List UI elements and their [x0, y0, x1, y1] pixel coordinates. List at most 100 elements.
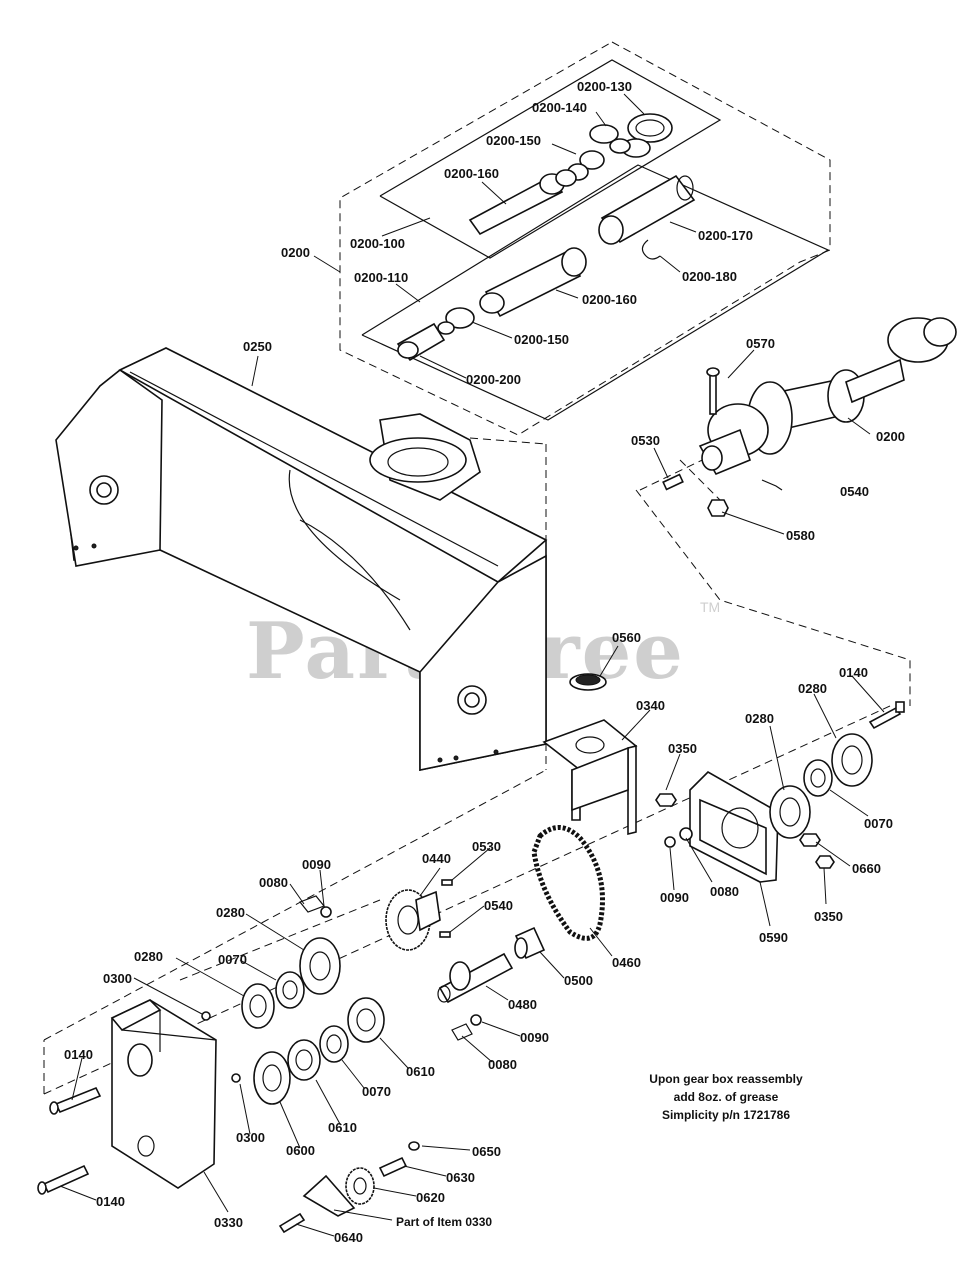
callout-0350-bottom: 0350 — [814, 909, 843, 924]
callout-0350-top: 0350 — [668, 741, 697, 756]
bolt-0140-right — [868, 701, 905, 730]
grease-note: Upon gear box reassembly add 8oz. of gre… — [649, 1072, 803, 1122]
bolt-0140-left-top — [49, 1086, 102, 1115]
callout-0250: 0250 — [243, 339, 272, 354]
callout-0200-150-bottom: 0200-150 — [514, 332, 569, 347]
callout-0530-top: 0530 — [631, 433, 660, 448]
callout-0460: 0460 — [612, 955, 641, 970]
spider-0200-150 — [567, 150, 605, 181]
gear-case-half-0590 — [689, 771, 779, 883]
shaft-0480 — [437, 952, 514, 1004]
shaft-0630 — [378, 1156, 408, 1178]
callout-0140-bottom: 0140 — [96, 1194, 125, 1209]
callout-0200: 0200 — [281, 245, 310, 260]
callout-labels: 0200-130 0200-140 0200-150 0200-160 0200… — [64, 79, 905, 1245]
screw-0540-mid — [439, 931, 451, 938]
drive-assembly-0200 — [698, 317, 957, 476]
callout-0070-right: 0070 — [864, 816, 893, 831]
watermark-trademark: TM — [700, 599, 720, 615]
callout-0540-mid: 0540 — [484, 898, 513, 913]
outer-tube-0200-170 — [598, 174, 696, 245]
spacer-0500 — [514, 926, 546, 960]
note-line-1: Upon gear box reassembly — [649, 1072, 803, 1086]
pin-0300-upper — [201, 1011, 211, 1021]
callout-0200-right: 0200 — [876, 429, 905, 444]
callout-0280-right-inner: 0280 — [745, 711, 774, 726]
callout-0200-150-top: 0200-150 — [486, 133, 541, 148]
bolt-0350-b — [815, 855, 835, 869]
callout-0200-160-bottom: 0200-160 — [582, 292, 637, 307]
nut-0580 — [707, 499, 729, 517]
callout-0570: 0570 — [746, 336, 775, 351]
note-line-3: Simplicity p/n 1721786 — [662, 1108, 790, 1122]
yoke-0200-200 — [396, 322, 446, 362]
bearing-0070-left — [275, 971, 305, 1009]
callout-0070-lower: 0070 — [362, 1084, 391, 1099]
callout-0330: 0330 — [214, 1215, 243, 1230]
callout-0090-mid: 0090 — [520, 1030, 549, 1045]
callout-0300-lower: 0300 — [236, 1130, 265, 1145]
part-of-item-label: Part of Item 0330 — [396, 1215, 492, 1229]
callout-0200-160-top: 0200-160 — [444, 166, 499, 181]
screw-0540-top — [761, 479, 783, 491]
callout-0580: 0580 — [786, 528, 815, 543]
key-0530-mid — [441, 879, 453, 886]
bearing-0070-lower — [319, 1025, 349, 1063]
callout-0200-100: 0200-100 — [350, 236, 405, 251]
callout-0080-left: 0080 — [259, 875, 288, 890]
callout-0200-200: 0200-200 — [466, 372, 521, 387]
bolt-0350-a — [655, 793, 677, 807]
cross-bearing-0200-140 — [589, 124, 631, 154]
shaft-kit-lower-panel — [361, 164, 830, 421]
bracket-part-of-0330 — [302, 1174, 356, 1217]
callout-0340: 0340 — [636, 698, 665, 713]
auger-housing-0250 — [55, 347, 548, 771]
callout-0140-right: 0140 — [839, 665, 868, 680]
callout-0200-130: 0200-130 — [577, 79, 632, 94]
bearing-0610-lower — [287, 1039, 321, 1081]
bolt-0140-left-bottom — [37, 1164, 90, 1195]
spider-0200-150b — [437, 307, 475, 335]
callout-0090-right: 0090 — [660, 890, 689, 905]
callout-0620: 0620 — [416, 1190, 445, 1205]
callout-0200-110: 0200-110 — [354, 270, 408, 285]
key-0530-top — [662, 473, 684, 491]
callout-0600: 0600 — [286, 1143, 315, 1158]
shaft-yoke-0200-160 — [479, 247, 587, 318]
callout-0660: 0660 — [852, 861, 881, 876]
bolt-0570 — [706, 367, 720, 415]
callout-0610-lower: 0610 — [328, 1120, 357, 1135]
callout-0630: 0630 — [446, 1170, 475, 1185]
callout-0440: 0440 — [422, 851, 451, 866]
sprocket-0620 — [345, 1167, 375, 1205]
callout-0200-180: 0200-180 — [682, 269, 737, 284]
pin-0300-lower — [231, 1073, 241, 1083]
callout-0640: 0640 — [334, 1230, 363, 1245]
callout-0080-right: 0080 — [710, 884, 739, 899]
bearing-0070-right — [803, 759, 833, 797]
callout-0200-140: 0200-140 — [532, 100, 587, 115]
shaft-kit-upper-panel — [379, 59, 722, 259]
leader-lines — [59, 93, 885, 1237]
callout-0480: 0480 — [508, 997, 537, 1012]
callout-0500: 0500 — [564, 973, 593, 988]
seal-0560 — [569, 673, 607, 691]
callout-0200-170: 0200-170 — [698, 228, 753, 243]
flange-0280-right — [831, 733, 873, 787]
chain-0460 — [531, 825, 605, 941]
callout-0280-left-upper: 0280 — [216, 905, 245, 920]
bracket-0340 — [542, 719, 638, 836]
screw-0640 — [278, 1212, 306, 1234]
callout-0080-mid: 0080 — [488, 1057, 517, 1072]
flange-0600 — [253, 1051, 291, 1105]
washers-0090-0080-right — [664, 827, 693, 848]
spring-pin-0200-180 — [641, 239, 661, 260]
callout-0070-left: 0070 — [218, 952, 247, 967]
housing-0330 — [110, 999, 217, 1189]
callout-0590: 0590 — [759, 930, 788, 945]
callout-0530-mid: 0530 — [472, 839, 501, 854]
flange-0280-left — [299, 937, 341, 995]
callout-0650: 0650 — [472, 1144, 501, 1159]
callout-0090-left: 0090 — [302, 857, 331, 872]
